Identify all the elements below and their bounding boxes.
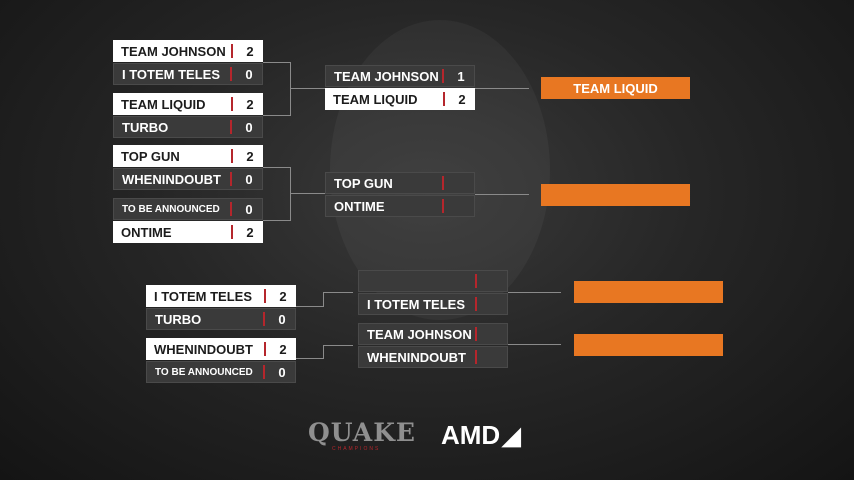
team-slot: TEAM LIQUID 2: [325, 88, 475, 110]
team-slot: TEAM JOHNSON: [358, 323, 508, 345]
team-score: 1: [457, 68, 465, 84]
score-divider: [264, 289, 266, 303]
team-name: TURBO: [122, 119, 169, 135]
team-slot: I TOTEM TELES 2: [146, 285, 296, 307]
team-name: TURBO: [155, 311, 202, 327]
bracket-connector: [323, 292, 353, 293]
score-divider: [442, 69, 444, 83]
bracket-connector: [290, 62, 291, 116]
team-slot: ONTIME: [325, 195, 475, 217]
team-name: I TOTEM TELES: [122, 66, 220, 82]
bracket-connector: [290, 167, 291, 221]
score-divider: [230, 202, 232, 216]
team-name: WHENINDOUBT: [122, 171, 221, 187]
bracket-connector: [290, 88, 325, 89]
advance-result-box: [541, 184, 690, 206]
team-slot: TEAM LIQUID 2: [113, 93, 263, 115]
bracket-connector: [475, 194, 529, 195]
team-name: WHENINDOUBT: [367, 349, 466, 365]
score-divider: [475, 297, 477, 311]
advance-result-box: [574, 281, 723, 303]
team-slot: I TOTEM TELES: [358, 293, 508, 315]
team-name: TEAM LIQUID: [333, 91, 418, 107]
team-score: 2: [279, 288, 287, 304]
team-name: TEAM LIQUID: [121, 96, 206, 112]
team-slot: [358, 270, 508, 292]
team-score: 2: [246, 224, 254, 240]
team-slot: ONTIME 2: [113, 221, 263, 243]
team-score: 2: [246, 148, 254, 164]
score-divider: [230, 172, 232, 186]
score-divider: [442, 176, 444, 190]
score-divider: [442, 199, 444, 213]
team-slot: TO BE ANNOUNCED 0: [113, 198, 263, 220]
team-score: 2: [458, 91, 466, 107]
bracket-connector: [323, 345, 353, 346]
team-score: 0: [278, 311, 286, 327]
bracket-connector: [323, 292, 324, 307]
team-name: TOP GUN: [334, 175, 393, 191]
team-slot: TURBO 0: [113, 116, 263, 138]
quake-logo: QUAKE CHAMPIONS: [308, 418, 416, 452]
team-slot: WHENINDOUBT 2: [146, 338, 296, 360]
bracket-connector: [508, 344, 561, 345]
team-name: ONTIME: [334, 198, 385, 214]
score-divider: [231, 149, 233, 163]
score-divider: [263, 365, 265, 379]
team-score: 2: [246, 96, 254, 112]
amd-logo: AMD◢: [441, 420, 521, 450]
bracket-connector: [263, 62, 291, 63]
team-score: 2: [246, 43, 254, 59]
score-divider: [230, 120, 232, 134]
team-name: TO BE ANNOUNCED: [155, 366, 253, 378]
team-slot: TEAM JOHNSON 1: [325, 65, 475, 87]
team-slot: TOP GUN: [325, 172, 475, 194]
team-name: I TOTEM TELES: [367, 296, 465, 312]
team-name: TOP GUN: [121, 148, 180, 164]
score-divider: [475, 350, 477, 364]
advance-result-box: [574, 334, 723, 356]
team-name: WHENINDOUBT: [154, 341, 253, 357]
team-score: 0: [245, 171, 253, 187]
bracket-connector: [263, 115, 291, 116]
team-slot: TO BE ANNOUNCED 0: [146, 361, 296, 383]
bracket-connector: [290, 193, 325, 194]
team-slot: WHENINDOUBT 0: [113, 168, 263, 190]
bracket-connector: [323, 345, 324, 359]
team-name: ONTIME: [121, 224, 172, 240]
team-name: TEAM JOHNSON: [367, 326, 472, 342]
score-divider: [231, 225, 233, 239]
team-slot: TOP GUN 2: [113, 145, 263, 167]
score-divider: [264, 342, 266, 356]
score-divider: [230, 67, 232, 81]
score-divider: [231, 44, 233, 58]
team-name: I TOTEM TELES: [154, 288, 252, 304]
bracket-connector: [508, 292, 561, 293]
team-slot: TEAM JOHNSON 2: [113, 40, 263, 62]
team-score: 0: [245, 201, 253, 217]
advance-result-box: TEAM LIQUID: [541, 77, 690, 99]
score-divider: [231, 97, 233, 111]
bracket-connector: [296, 306, 324, 307]
score-divider: [475, 274, 477, 288]
team-score: 2: [279, 341, 287, 357]
team-slot: WHENINDOUBT: [358, 346, 508, 368]
team-score: 0: [245, 66, 253, 82]
team-slot: TURBO 0: [146, 308, 296, 330]
team-name: TO BE ANNOUNCED: [122, 203, 220, 215]
team-score: 0: [245, 119, 253, 135]
bracket-connector: [263, 167, 291, 168]
team-score: 0: [278, 364, 286, 380]
score-divider: [263, 312, 265, 326]
team-name: TEAM JOHNSON: [334, 68, 439, 84]
score-divider: [475, 327, 477, 341]
team-slot: I TOTEM TELES 0: [113, 63, 263, 85]
score-divider: [443, 92, 445, 106]
bracket-connector: [296, 358, 324, 359]
team-name: TEAM JOHNSON: [121, 43, 226, 59]
bracket-connector: [263, 220, 291, 221]
bracket-connector: [475, 88, 529, 89]
